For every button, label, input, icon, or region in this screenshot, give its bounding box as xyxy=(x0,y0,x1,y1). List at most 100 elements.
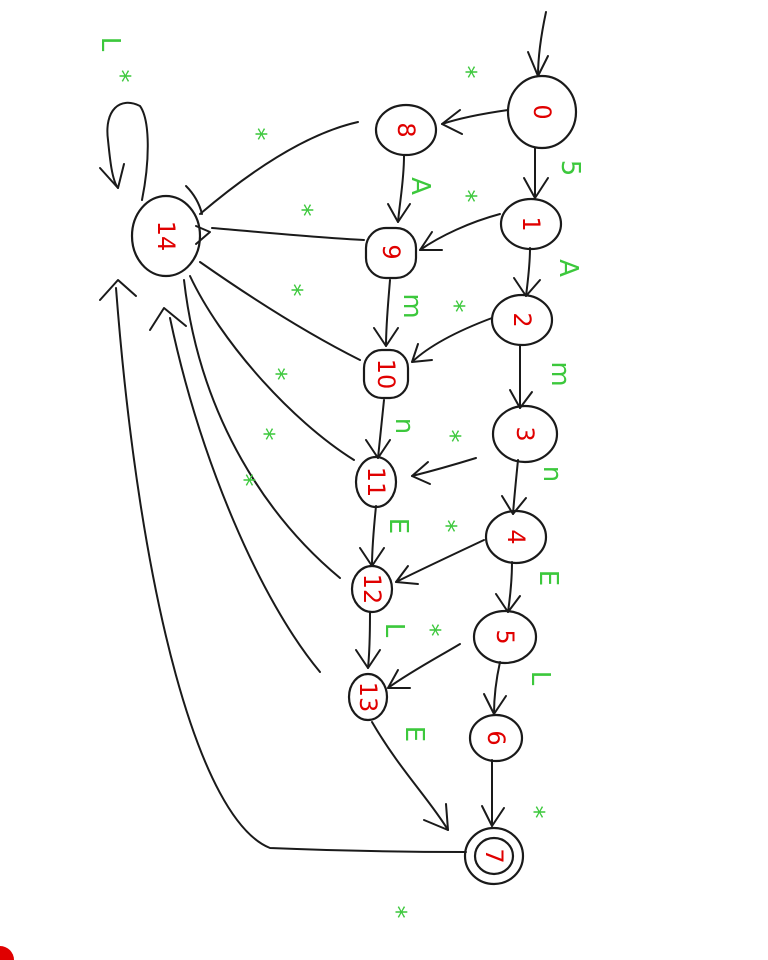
edge-1-9 xyxy=(419,213,501,251)
arrowhead xyxy=(523,177,549,199)
state-13-circle xyxy=(347,672,389,722)
edge-8-14 xyxy=(199,121,359,215)
edge-label-start: * xyxy=(451,66,481,79)
state-14-circle xyxy=(130,194,202,278)
edge-11-12 xyxy=(371,505,377,567)
edge-10-11 xyxy=(377,399,385,459)
state-8-circle xyxy=(374,103,438,157)
edge-label-10-11: n xyxy=(389,418,419,434)
edge-label-2-10: * xyxy=(439,300,469,313)
edge-2-10 xyxy=(411,317,493,363)
state-12-label: 12 xyxy=(358,574,386,605)
arrowhead xyxy=(441,109,463,135)
state-2-label: 2 xyxy=(508,312,536,327)
state-3-circle xyxy=(491,404,559,464)
edge-label-12-14: * xyxy=(249,428,279,441)
edge-label-4-12: * xyxy=(431,520,461,533)
state-1-circle xyxy=(499,197,563,251)
edge-label-14-loop-l: L xyxy=(95,37,125,52)
edge-11-14 xyxy=(189,275,355,461)
arrowhead xyxy=(149,307,187,331)
arrowhead xyxy=(509,389,533,409)
state-8-label: 8 xyxy=(392,122,420,137)
edge-1-2 xyxy=(525,247,531,297)
arrowhead xyxy=(481,805,505,827)
state-9-circle xyxy=(364,226,418,280)
edge-4-12 xyxy=(395,539,485,583)
arrowhead xyxy=(501,495,527,515)
edge-label-5-13: * xyxy=(415,624,445,637)
state-10-label: 10 xyxy=(372,359,400,390)
edge-4-5 xyxy=(507,561,513,613)
self-loop-14 xyxy=(106,101,149,201)
state-4-label: 4 xyxy=(502,529,530,544)
edge-3-11 xyxy=(411,457,477,477)
edge-13-7 xyxy=(371,721,449,831)
state-2-circle xyxy=(490,293,554,347)
arrowhead xyxy=(423,803,449,831)
arrowhead xyxy=(99,279,137,301)
state-11-circle xyxy=(354,455,398,509)
edge-5-13 xyxy=(387,643,461,689)
arrowhead xyxy=(411,461,431,485)
edge-label-8-14: * xyxy=(241,128,271,141)
arrowhead xyxy=(411,343,433,363)
arrowhead xyxy=(387,203,411,223)
state-9-label: 9 xyxy=(377,244,405,259)
edge-label-11-14: * xyxy=(261,368,291,381)
state-5-circle xyxy=(472,609,538,665)
arrowhead xyxy=(395,565,419,585)
arrowhead xyxy=(195,225,211,245)
state-10-circle xyxy=(362,348,410,400)
state-13-label: 13 xyxy=(354,682,382,713)
edge-9-10 xyxy=(385,279,391,347)
edge-3-4 xyxy=(512,459,519,515)
edge-label-1-9: * xyxy=(451,190,481,203)
edge-label-12-13: L xyxy=(379,623,409,638)
edge-0-8 xyxy=(441,109,509,125)
edge-label-10-14: * xyxy=(277,284,307,297)
edge-label-5-6: L xyxy=(525,671,555,686)
state-3-label: 3 xyxy=(511,426,539,441)
edge-label-3-11: * xyxy=(435,430,465,443)
edge-label-6-7-star: * xyxy=(519,806,549,819)
edge-label-2-3: m xyxy=(545,361,575,386)
edge-label-7-star: * xyxy=(381,906,411,919)
corner-mark xyxy=(0,946,14,960)
edge-label-9-14: * xyxy=(287,204,317,217)
arrowhead xyxy=(387,669,411,689)
state-4-circle xyxy=(484,509,548,565)
edge-label-14-loop-star: * xyxy=(105,70,135,83)
edge-label-11-12: E xyxy=(383,518,413,534)
edge-label-3-4: n xyxy=(537,466,567,482)
arrowhead xyxy=(373,327,399,347)
edge-label-9-10: m xyxy=(397,293,427,318)
edge-label-1-2: A xyxy=(553,259,583,277)
edge-label-13-7: E xyxy=(399,726,429,742)
edge-5-6 xyxy=(493,661,501,715)
edge-7-14 xyxy=(115,287,467,853)
arrowhead xyxy=(185,185,203,215)
start-arrow xyxy=(537,11,547,77)
edge-label-0-1: 5 xyxy=(555,160,585,177)
state-6-circle xyxy=(468,713,524,763)
state-7-inner-circle xyxy=(473,836,515,876)
edge-13-14 xyxy=(169,317,321,673)
edge-label-13-14: * xyxy=(229,474,259,487)
state-12-circle xyxy=(350,564,394,614)
edge-9-14 xyxy=(211,227,365,241)
state-7-circle xyxy=(463,826,525,886)
arrowhead xyxy=(99,163,125,189)
edge-label-4-5: E xyxy=(533,570,563,586)
state-7-label: 7 xyxy=(480,848,508,863)
edge-label-8-9: A xyxy=(405,177,435,195)
state-5-label: 5 xyxy=(491,629,519,644)
state-6-label: 6 xyxy=(482,730,510,745)
edge-12-14 xyxy=(183,279,341,579)
arrowhead xyxy=(355,649,381,669)
state-1-label: 1 xyxy=(517,216,545,231)
edge-8-9 xyxy=(397,155,405,223)
arrowhead xyxy=(419,231,443,251)
state-14-label: 14 xyxy=(152,221,180,252)
